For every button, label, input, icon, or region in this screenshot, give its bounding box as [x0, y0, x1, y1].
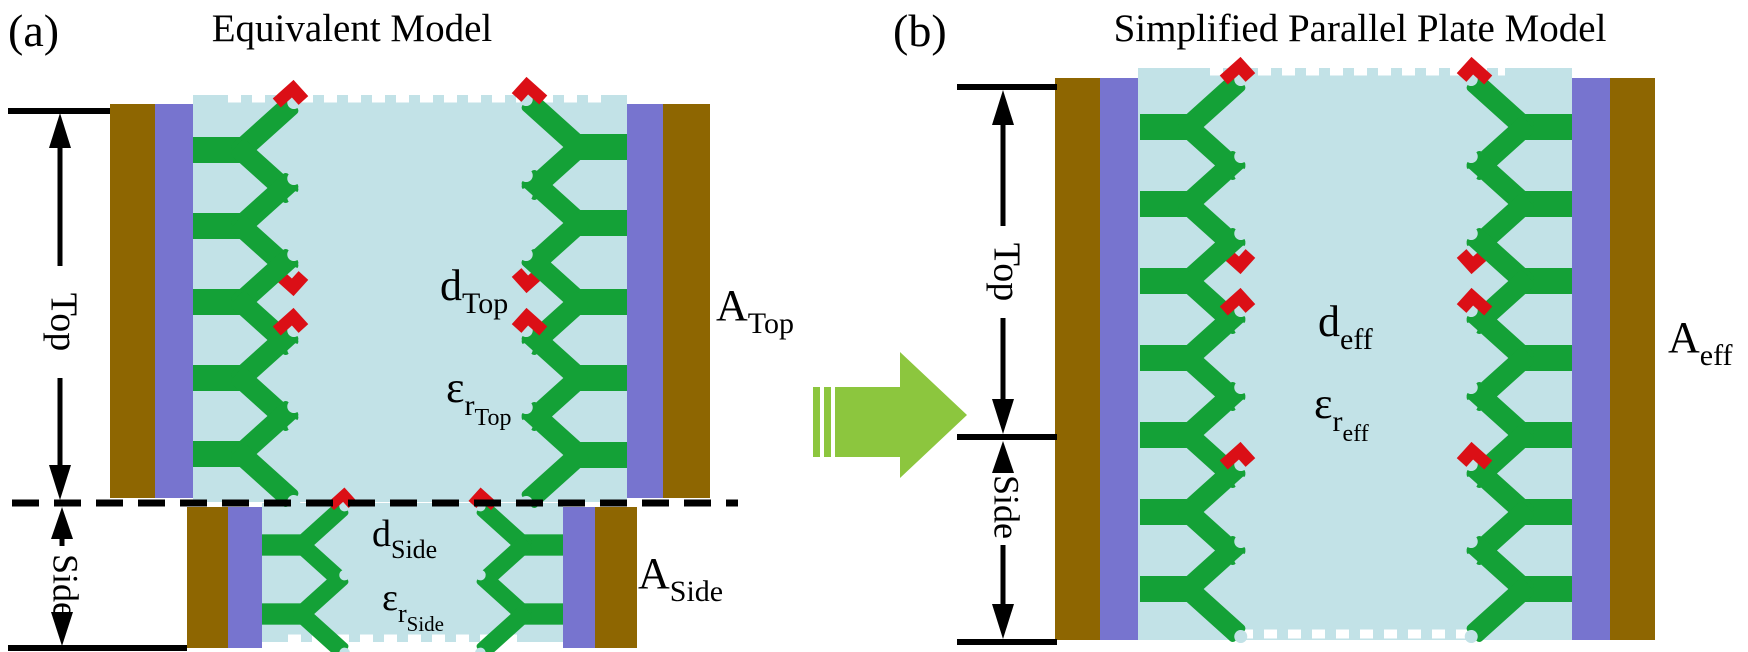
binding-site-notch — [1464, 534, 1478, 548]
binding-site-notch — [1234, 534, 1248, 548]
panel-b: (b) Simplified Parallel Plate Model Top … — [893, 5, 1733, 645]
antibodies-a-side-right — [468, 487, 563, 652]
arrow-down-icon — [51, 612, 73, 646]
transform-arrow-icon — [813, 352, 967, 478]
antigen-marker-icon — [511, 76, 548, 105]
binding-site-notch — [339, 647, 350, 652]
antigen-marker-icon — [511, 307, 548, 336]
binding-site-notch — [1234, 380, 1248, 394]
insulator-side-left-a — [228, 507, 262, 648]
arrow-down-icon — [992, 604, 1014, 639]
antibody-icon — [1140, 534, 1248, 644]
binding-site-notch — [519, 400, 533, 414]
binding-site-notch — [1234, 226, 1248, 240]
electrode-side-right-a — [595, 507, 637, 648]
top-dim-label: Top — [985, 243, 1027, 302]
antibody-icon — [1464, 534, 1572, 644]
electrode-left-b — [1055, 78, 1100, 640]
top-dim-label: Top — [42, 293, 84, 352]
side-dim-label: Side — [987, 475, 1027, 539]
electrode-right-a — [663, 104, 710, 498]
arrow-up-icon — [51, 507, 73, 539]
antibody-lower-arm — [1464, 578, 1534, 644]
panel-a-tag: (a) — [8, 5, 59, 56]
antibody-icon — [193, 79, 309, 205]
antibody-lower-arm — [1178, 578, 1248, 644]
antibodies-a-top-left — [193, 79, 309, 509]
antigen-marker-icon — [1456, 287, 1493, 316]
binding-site-notch — [475, 647, 486, 652]
antibody-icon — [475, 569, 563, 652]
antigen-marker-icon — [272, 79, 309, 108]
antigen-marker-icon — [272, 307, 309, 336]
dimension-top-b: Top — [957, 84, 1057, 440]
antibody-icon — [1456, 287, 1572, 413]
binding-site-notch — [287, 247, 301, 261]
insulator-right-a — [627, 104, 663, 498]
binding-site-notch — [1464, 630, 1478, 644]
antibody-icon — [1140, 56, 1256, 182]
label-a-top: ATop — [716, 281, 794, 340]
binding-site-notch — [1464, 149, 1478, 163]
antigen-marker-icon — [1456, 441, 1493, 470]
dimension-top-a: Top — [8, 108, 110, 500]
label-eps-side: εrSide — [382, 577, 444, 636]
panel-b-title: Simplified Parallel Plate Model — [1114, 7, 1607, 50]
antibody-icon — [262, 569, 350, 652]
label-d-top: dTop — [440, 261, 508, 320]
electrode-left-a — [110, 104, 155, 498]
binding-site-notch — [475, 569, 486, 581]
antibodies-b-right — [1456, 56, 1572, 644]
antibodies-b-left — [1140, 56, 1256, 644]
antigen-marker-icon — [1219, 441, 1256, 470]
binding-site-notch — [519, 247, 533, 261]
antigen-marker-icon — [1456, 56, 1493, 85]
arrow-stripe — [813, 387, 820, 457]
label-d-eff: deff — [1318, 297, 1373, 356]
antigen-marker-icon — [1219, 56, 1256, 85]
arrow-down-icon — [992, 399, 1014, 434]
label-a-side: ASide — [638, 549, 723, 608]
antibody-icon — [1140, 441, 1256, 567]
arrow-up-icon — [992, 441, 1014, 473]
insulator-side-right-a — [563, 507, 595, 648]
panel-b-tag: (b) — [893, 5, 947, 56]
binding-site-notch — [1464, 380, 1478, 394]
antibody-icon — [1140, 287, 1256, 413]
electrode-side-left-a — [187, 507, 228, 648]
arrow-down-icon — [49, 465, 71, 500]
insulator-left-a — [155, 104, 193, 498]
insulator-right-b — [1572, 78, 1610, 640]
binding-site-notch — [519, 168, 533, 182]
antibody-icon — [519, 400, 627, 510]
binding-site-notch — [1464, 226, 1478, 240]
dimension-side-b: Side — [957, 441, 1057, 645]
panel-a-title: Equivalent Model — [212, 7, 493, 50]
panel-a: (a) Equivalent Model Top — [8, 5, 794, 652]
label-a-eff: Aeff — [1668, 313, 1733, 372]
antigen-marker-icon — [1219, 287, 1256, 316]
arrow-up-icon — [49, 113, 71, 148]
arrow-up-icon — [992, 90, 1014, 125]
label-d-side: dSide — [372, 513, 437, 564]
binding-site-notch — [1234, 630, 1248, 644]
binding-site-notch — [1234, 149, 1248, 163]
label-eps-top: εrTop — [446, 363, 511, 431]
label-eps-eff: εreff — [1314, 379, 1369, 447]
antibody-lower-arm — [293, 605, 350, 652]
electrode-right-b — [1610, 78, 1655, 640]
side-dim-label: Side — [46, 554, 86, 618]
antibody-lower-arm — [475, 605, 532, 652]
binding-site-notch — [287, 171, 301, 185]
dimension-side-a: Side — [8, 507, 187, 651]
binding-site-notch — [339, 569, 350, 581]
arrow-body — [835, 352, 967, 478]
arrow-stripe — [824, 387, 831, 457]
insulator-left-b — [1100, 78, 1138, 640]
antibodies-a-top-right — [511, 76, 627, 510]
binding-site-notch — [287, 399, 301, 413]
antibody-icon — [193, 399, 301, 509]
